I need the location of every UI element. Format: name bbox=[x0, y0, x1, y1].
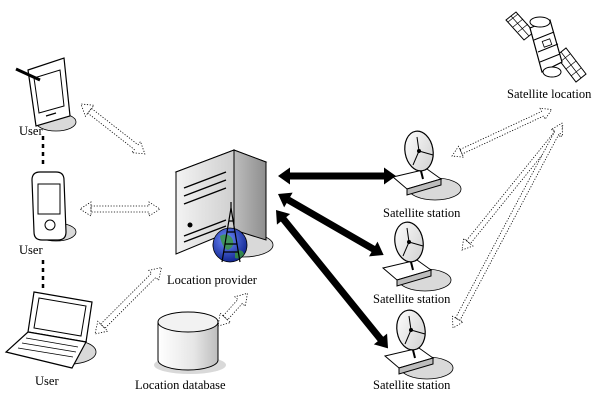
label-satellite-station-2: Satellite station bbox=[373, 292, 451, 306]
solar-panel-right-grid bbox=[559, 51, 582, 79]
dish-stand bbox=[412, 349, 416, 359]
stylus bbox=[15, 67, 41, 82]
dish-hub bbox=[417, 149, 421, 153]
user-links bbox=[79, 103, 248, 335]
tablet-screen bbox=[33, 69, 65, 114]
user-mid-device bbox=[31, 171, 77, 242]
arrow-station2-satellite bbox=[461, 125, 564, 251]
dish-feed bbox=[404, 315, 426, 345]
db-body bbox=[157, 322, 219, 371]
dish-stand bbox=[410, 261, 414, 271]
label-satellite-location: Satellite location bbox=[507, 87, 592, 101]
pda-button bbox=[44, 219, 56, 231]
dish-hub bbox=[409, 328, 413, 332]
dish-stand bbox=[420, 170, 424, 180]
label-user-bottom: User bbox=[35, 374, 59, 388]
arrow-user-mid-provider bbox=[79, 201, 161, 217]
arrow-provider-station3 bbox=[276, 210, 389, 349]
pda-screen bbox=[37, 183, 61, 215]
user-bottom-device bbox=[4, 291, 97, 369]
label-location-database: Location database bbox=[135, 378, 226, 392]
dish-feed bbox=[412, 136, 434, 166]
tablet-button bbox=[45, 112, 57, 117]
server-led bbox=[187, 222, 193, 228]
provider-station-links bbox=[276, 167, 396, 349]
satellite-bottom bbox=[542, 66, 562, 78]
satellite-station-2-dish bbox=[381, 221, 452, 292]
server-side bbox=[233, 149, 267, 241]
satellite-links bbox=[451, 107, 564, 329]
satellite-station-1-dish bbox=[391, 130, 462, 201]
satellite-icon bbox=[505, 11, 587, 83]
tower-icon bbox=[221, 202, 241, 263]
location-database-cylinder bbox=[154, 311, 226, 374]
laptop-screen bbox=[33, 297, 87, 337]
label-satellite-station-3: Satellite station bbox=[373, 378, 451, 392]
station-base-side bbox=[398, 357, 434, 375]
satellite-box bbox=[541, 38, 553, 48]
label-user-mid: User bbox=[19, 243, 43, 257]
arrow-provider-station1 bbox=[278, 167, 396, 185]
satellite-station-3-dish bbox=[383, 309, 454, 380]
arrow-provider-station2 bbox=[278, 192, 384, 257]
dish-hub bbox=[407, 240, 411, 244]
arrow-station3-satellite bbox=[451, 122, 563, 329]
laptop-base bbox=[4, 331, 87, 369]
server-bays bbox=[183, 171, 227, 243]
station-base-side bbox=[396, 269, 432, 287]
arrow-user-top-provider bbox=[80, 103, 146, 155]
arrow-user-bottom-provider bbox=[94, 267, 162, 335]
arrow-station1-satellite bbox=[451, 107, 553, 158]
station-base-side bbox=[406, 178, 442, 196]
label-satellite-station-1: Satellite station bbox=[383, 206, 461, 220]
solar-panel-left-grid bbox=[507, 13, 530, 37]
location-provider-server bbox=[174, 149, 274, 263]
db-top bbox=[157, 311, 219, 333]
dish-feed bbox=[402, 227, 424, 257]
arrow-provider-database bbox=[217, 292, 248, 327]
laptop-keyboard bbox=[17, 337, 79, 358]
satellite-body-bands bbox=[533, 31, 561, 63]
user-top-device bbox=[15, 57, 77, 132]
satellite-top bbox=[529, 16, 551, 28]
label-location-provider: Location provider bbox=[167, 273, 257, 287]
label-user-top: User bbox=[19, 124, 43, 138]
